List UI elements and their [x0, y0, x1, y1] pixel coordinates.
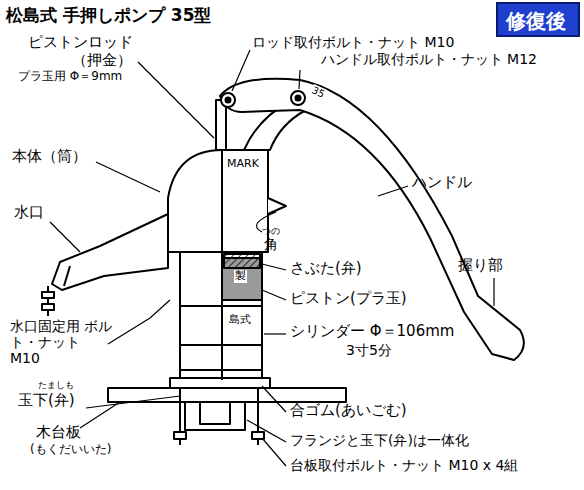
part-label: 合ゴム(あいごむ) [290, 402, 407, 419]
handle-bolt-center [296, 96, 301, 101]
status-badge: 修復後 [496, 2, 580, 37]
badge-text: 修復後 [506, 8, 570, 35]
title: 松島式 手押しポンプ 35型 [6, 6, 212, 26]
leader-line [378, 186, 408, 196]
wood-board [108, 388, 346, 402]
part-label: ピストンロッド [28, 34, 133, 51]
part-label: ハンドル [412, 174, 472, 191]
part-label: 握り部 [458, 257, 503, 274]
rubber-gasket [170, 378, 270, 388]
leader-line [80, 402, 120, 428]
part-label: プラ玉用 Φ＝9mm [18, 70, 122, 84]
leader-line [247, 420, 286, 442]
nut [42, 292, 54, 298]
part-label: 玉下(弁) [18, 392, 75, 409]
spout-edge [64, 266, 70, 286]
leader-line [299, 70, 300, 89]
spout [52, 214, 168, 290]
leader-line [262, 264, 286, 270]
leader-line [138, 62, 214, 138]
part-label: さぶた(弁) [290, 260, 362, 277]
part-label: 木台板 [36, 424, 81, 441]
horn [268, 198, 286, 214]
pump-body [168, 150, 268, 252]
leader-line [262, 438, 286, 466]
part-label: シリンダー Φ＝106mm [290, 323, 454, 340]
piston-rod [216, 100, 226, 150]
part-label: (もくだいいた) [30, 443, 111, 457]
part-label: MARK [226, 158, 260, 171]
spout-bolt [47, 286, 49, 316]
part-label: ロッド取付ボルト・ナット M10 [252, 34, 454, 50]
leader-line [96, 162, 160, 192]
part-label: 製 [234, 270, 247, 283]
part-label: 本体（筒） [12, 148, 87, 165]
part-label: 水口 [14, 204, 44, 221]
valve-flap [224, 254, 260, 268]
leader-line [108, 300, 170, 344]
leader-line [262, 386, 286, 412]
handle [220, 79, 524, 360]
part-label: 台板取付ボルト・ナット M10 x 4組 [290, 457, 518, 473]
part-label: つの [262, 226, 280, 236]
rod-bolt [221, 93, 235, 107]
leader-line [86, 396, 180, 408]
part-label: 3寸5分 [346, 342, 392, 358]
handle-bolt [291, 91, 305, 105]
nut [42, 304, 54, 310]
part-label: ピストン(プラ玉) [290, 290, 407, 307]
flange [185, 402, 245, 430]
part-label: 島式 [228, 314, 252, 327]
foot-valve [200, 402, 230, 424]
part-label: 角 [264, 236, 278, 252]
leader-line [493, 278, 494, 306]
part-label: たましも [38, 380, 74, 390]
part-label: （押金） [72, 52, 132, 69]
part-label: 水口固定用 ボルト・ナット M10 [10, 318, 114, 366]
leader-line [264, 333, 286, 334]
leader-line [50, 222, 80, 252]
section-line [221, 150, 223, 380]
rod-bolt-center [226, 98, 231, 103]
leader-line [232, 50, 250, 91]
part-label: フランジと玉下(弁)は一体化 [290, 432, 469, 448]
leader-line [262, 290, 286, 300]
nut [174, 432, 186, 439]
part-label: ハンドル取付ボルト・ナット M12 [252, 51, 537, 67]
